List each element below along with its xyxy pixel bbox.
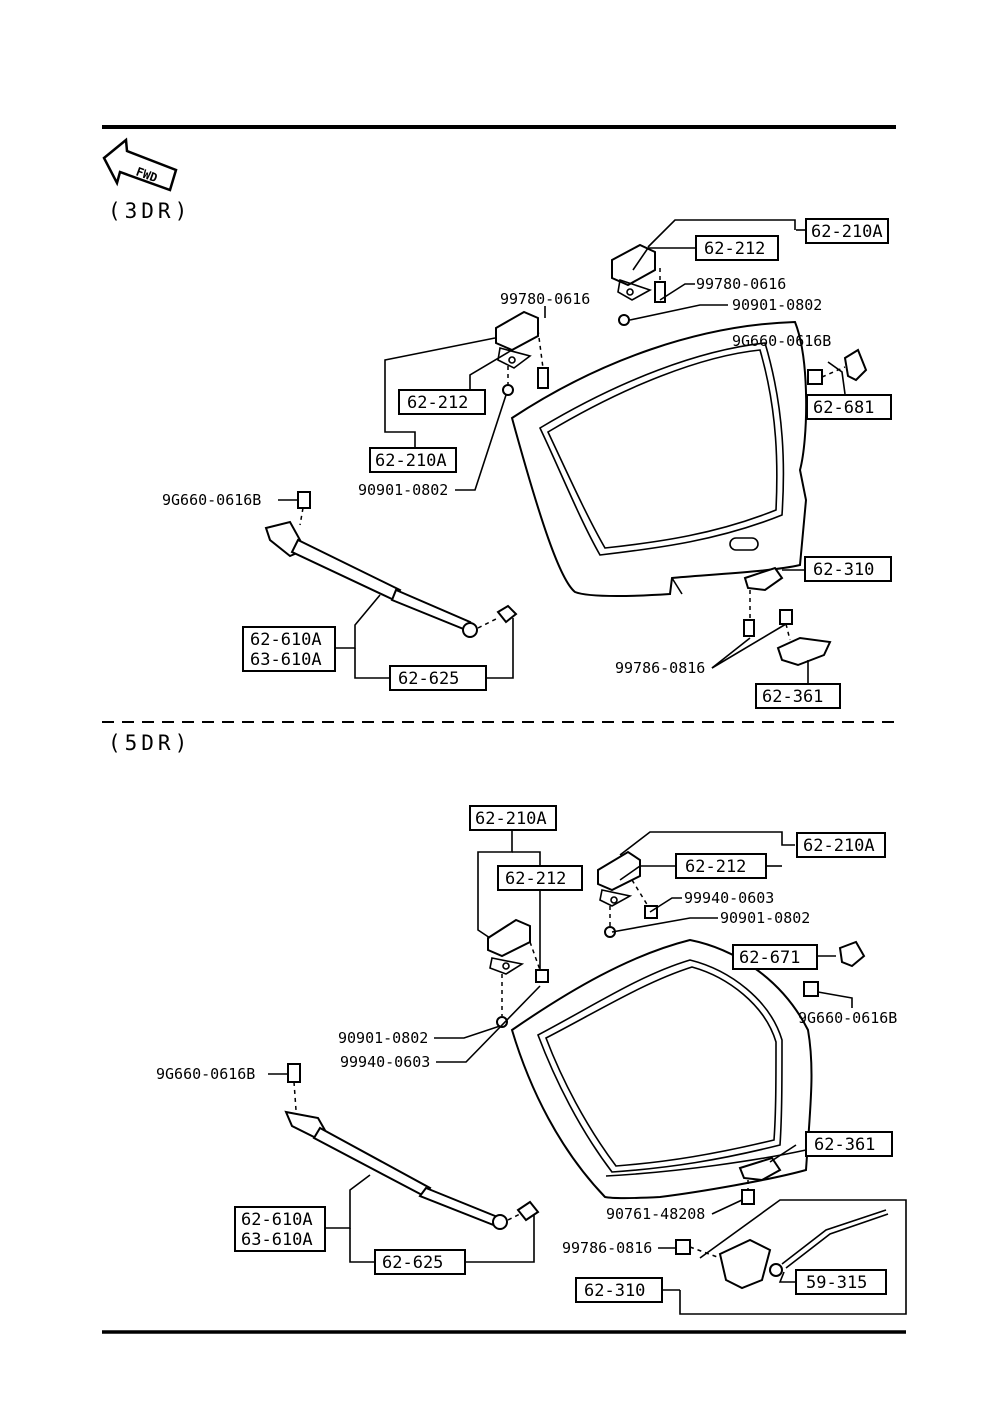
label-5dr-rod: 59-315	[806, 1273, 867, 1293]
box-3dr-damper-bracket	[389, 665, 487, 691]
box-3dr-hinge-right	[695, 235, 779, 261]
box-3dr-damper	[242, 626, 336, 672]
label-5dr-bolt-right: 99940-0603	[684, 889, 774, 907]
label-5dr-bolt-left: 99940-0603	[340, 1053, 430, 1071]
box-3dr-latch	[804, 556, 892, 582]
gas-damper-5dr	[284, 1063, 540, 1230]
label-3dr-damper-a: 62-610A	[250, 630, 322, 650]
label-5dr-striker: 62-361	[814, 1135, 875, 1155]
label-3dr-hinge-left: 62-212	[407, 393, 468, 413]
liftgate-5dr	[510, 938, 813, 1200]
label-5dr-damper-b: 63-610A	[241, 1230, 313, 1250]
label-3dr-screw-stopper: 9G660-0616B	[732, 332, 831, 350]
fwd-arrow-icon: FWD	[102, 137, 178, 192]
label-3dr-striker: 62-361	[762, 687, 823, 707]
box-5dr-rod	[795, 1269, 887, 1295]
label-5dr-latch: 62-310	[584, 1281, 645, 1301]
label-5dr-hinge-right: 62-212	[685, 857, 746, 877]
box-3dr-hinge-left	[398, 389, 486, 415]
gas-damper-3dr	[264, 491, 518, 638]
label-3dr-bolt-striker: 99786-0816	[615, 659, 705, 677]
label-5dr-stopper: 62-671	[739, 948, 800, 968]
label-3dr-damper-b: 63-610A	[250, 650, 322, 670]
box-5dr-hinge-assy-right	[796, 832, 886, 858]
label-5dr-screw-damper: 9G660-0616B	[156, 1065, 255, 1083]
label-5dr-hinge-assy-right: 62-210A	[803, 836, 875, 856]
section-title-3dr: (3DR)	[108, 199, 191, 223]
box-3dr-hinge-assy-left	[369, 447, 457, 473]
stopper-5dr	[803, 940, 866, 997]
leaders-5dr	[268, 829, 907, 1315]
fwd-label: FWD	[134, 165, 159, 186]
label-5dr-nut-left: 90901-0802	[338, 1029, 428, 1047]
label-3dr-bolt-right: 99780-0616	[696, 275, 786, 293]
section-title-5dr: (5DR)	[108, 731, 191, 755]
label-3dr-latch: 62-310	[813, 560, 874, 580]
label-5dr-bolt-striker: 90761-48208	[606, 1205, 705, 1223]
latch-3dr	[743, 566, 784, 637]
label-3dr-stopper: 62-681	[813, 398, 874, 418]
label-5dr-screw-stopper: 9G660-0616B	[798, 1009, 897, 1027]
box-5dr-damper-bracket	[374, 1249, 466, 1275]
striker-3dr	[776, 609, 832, 667]
label-5dr-nut-right: 90901-0802	[720, 909, 810, 927]
label-3dr-nut-right: 90901-0802	[732, 296, 822, 314]
box-3dr-striker	[755, 683, 841, 709]
leaders-3dr	[278, 219, 846, 684]
label-3dr-hinge-assy-right: 62-210A	[811, 222, 883, 242]
box-5dr-hinge-left	[497, 865, 583, 891]
hinge-5dr-right	[597, 850, 658, 938]
label-5dr-damper-bracket: 62-625	[382, 1253, 443, 1273]
label-3dr-hinge-right: 62-212	[704, 239, 765, 259]
label-3dr-screw-damper: 9G660-0616B	[162, 491, 261, 509]
box-5dr-stopper	[732, 944, 818, 970]
latch-5dr	[675, 1209, 889, 1290]
hinge-3dr-right	[611, 243, 666, 326]
label-3dr-damper-bracket: 62-625	[398, 669, 459, 689]
hinge-5dr-left	[487, 918, 549, 1028]
label-3dr-hinge-assy-left: 62-210A	[375, 451, 447, 471]
label-5dr-bolt-latch: 99786-0816	[562, 1239, 652, 1257]
label-3dr-nut-left: 90901-0802	[358, 481, 448, 499]
box-3dr-hinge-assy-right	[805, 218, 889, 244]
box-5dr-striker	[805, 1131, 893, 1157]
box-5dr-hinge-assy-left	[469, 805, 557, 831]
label-5dr-damper-a: 62-610A	[241, 1210, 313, 1230]
box-3dr-stopper	[806, 394, 892, 420]
box-5dr-hinge-right	[675, 853, 767, 879]
liftgate-3dr	[510, 320, 808, 597]
striker-5dr	[738, 1156, 782, 1205]
hinge-3dr-left	[495, 310, 549, 396]
label-3dr-bolt-left: 99780-0616	[500, 290, 590, 308]
box-5dr-latch	[575, 1277, 663, 1303]
label-5dr-hinge-assy-left: 62-210A	[475, 809, 547, 829]
box-5dr-damper	[234, 1206, 326, 1252]
label-5dr-hinge-left: 62-212	[505, 869, 566, 889]
stopper-3dr	[807, 348, 868, 385]
